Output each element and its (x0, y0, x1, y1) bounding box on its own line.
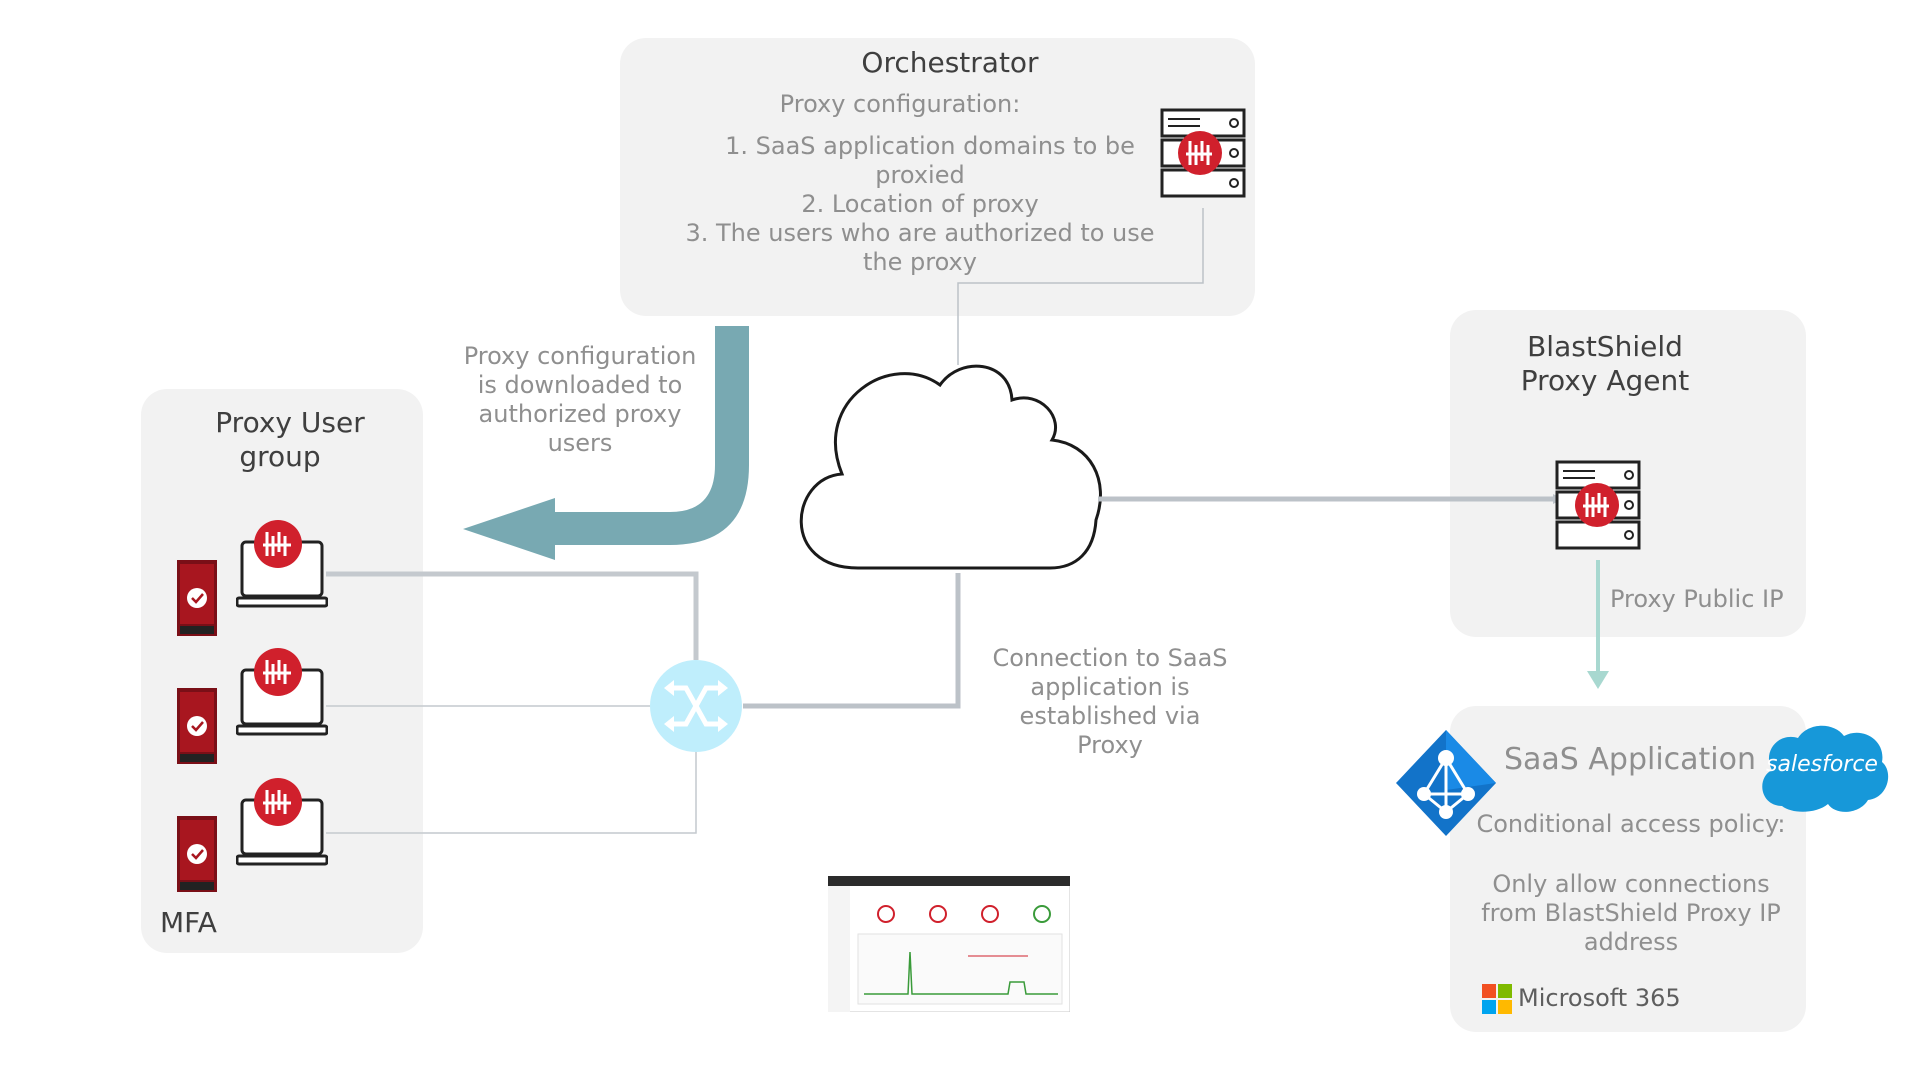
salesforce-logo: salesforce (1752, 718, 1892, 816)
proxy-agent-server-icon (1555, 460, 1641, 556)
download-note-line-3: authorized proxy (478, 400, 682, 428)
user-group-title-line-2: group (239, 440, 321, 473)
phone-mfa-icon (177, 560, 217, 636)
agent-saas-arrowhead (1587, 671, 1609, 689)
download-note-line-4: users (547, 429, 613, 457)
laptop-icon (235, 518, 329, 610)
orchestrator-item-3-cont: the proxy (863, 248, 977, 276)
dashboard-thumbnail (827, 875, 1071, 1013)
phone-mfa-icon (177, 688, 217, 764)
microsoft-logo (1482, 984, 1512, 1014)
cloud-switch-link (743, 573, 961, 709)
orchestrator-cloud-link (957, 208, 1204, 365)
orchestrator-panel (620, 38, 1255, 316)
laptop-icon (235, 646, 329, 738)
orchestrator-item-1-cont: proxied (875, 161, 965, 189)
microsoft-365-label: Microsoft 365 (1518, 984, 1681, 1012)
policy-text-line-2: from BlastShield Proxy IP (1481, 899, 1781, 927)
orchestrator-item-1: 1. SaaS application domains to be (725, 132, 1135, 160)
orchestrator-item-3: 3. The users who are authorized to use (685, 219, 1155, 247)
laptop-icon (235, 776, 329, 868)
saas-title: SaaS Application (1503, 742, 1756, 777)
connection-note-line-4: Proxy (1077, 731, 1143, 759)
orchestrator-server-icon (1160, 108, 1246, 204)
orchestrator-item-2: 2. Location of proxy (801, 190, 1039, 218)
orchestrator-subtitle: Proxy configuration: (779, 90, 1021, 118)
laptop3-switch-link (326, 752, 697, 834)
saas-application-panel (1450, 706, 1806, 1032)
azure-ad-icon (1394, 728, 1498, 838)
orchestrator-title: Orchestrator (861, 46, 1039, 79)
mfa-label: MFA (160, 906, 217, 939)
cloud-icon (799, 364, 1102, 570)
proxy-public-ip-label: Proxy Public IP (1610, 585, 1784, 613)
download-note-line-2: is downloaded to (477, 371, 683, 399)
agent-title-line-2: Proxy Agent (1520, 364, 1690, 397)
connection-note-line-2: application is (1030, 673, 1190, 701)
phone-mfa-icon (177, 816, 217, 892)
connection-note-line-1: Connection to SaaS (992, 644, 1228, 672)
policy-title: Conditional access policy: (1476, 810, 1786, 838)
salesforce-logo-text: salesforce (1766, 752, 1878, 777)
network-switch-icon (650, 660, 742, 752)
connection-note-line-3: established via (1019, 702, 1201, 730)
laptop1-switch-link (326, 571, 699, 660)
user-group-title-line-1: Proxy User (215, 406, 365, 439)
policy-text-line-1: Only allow connections (1492, 870, 1770, 898)
config-download-arrow (463, 326, 749, 560)
download-note-line-1: Proxy configuration (463, 342, 697, 370)
agent-title-line-1: BlastShield (1527, 330, 1683, 363)
policy-text-line-3: address (1583, 928, 1679, 956)
